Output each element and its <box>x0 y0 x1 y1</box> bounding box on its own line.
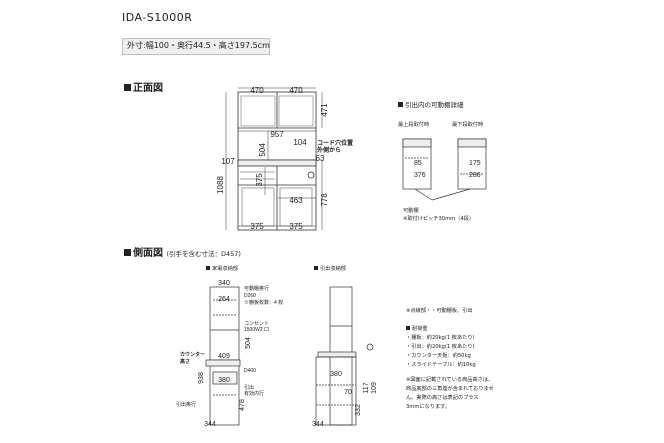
outlet-2: 1500W2 口 <box>244 327 269 333</box>
dim-total-height: 1088 <box>216 176 225 194</box>
model-number: IDA-S1000R <box>122 11 193 24</box>
dim-top-w2: 470 <box>289 86 303 95</box>
inner-depth: D260 <box>244 293 256 299</box>
footer-line: ※図面に記載されている商品高さは、 <box>406 377 494 383</box>
dim-63: 63 <box>316 154 325 163</box>
counter: カウンター <box>180 351 205 358</box>
counter-2: 高さ <box>180 358 190 365</box>
dim-top-w1: 470 <box>250 86 264 95</box>
top-mount-label: 最上段取付時 <box>398 122 430 128</box>
detail-175: 175 <box>469 160 481 167</box>
shelf-count: ※棚板枚数：4 枚 <box>244 299 283 306</box>
drawer-section-label: 引出収納部 <box>314 266 346 272</box>
drawer-detail-title: 引出内の可動棚詳細 <box>398 102 464 109</box>
footer-line: ん。実際の高さは表記のプラス <box>406 395 479 401</box>
footer-line: 商品底部の三角座が含まれておりませ <box>406 386 494 392</box>
side-view-drawer <box>315 286 374 426</box>
cord-note: コード穴位置 <box>317 139 353 147</box>
front-view-title: 正面図 <box>124 84 163 94</box>
detail-286: 286 <box>469 172 481 179</box>
inner-depth-2: D400 <box>244 368 256 374</box>
detail-376: 376 <box>414 172 426 179</box>
front-view-drawing <box>237 91 317 231</box>
dimensions-spec: 外寸:幅100・奥行44.5・高さ197.5cm <box>127 41 270 50</box>
side-409: 409 <box>218 353 230 360</box>
side-938: 938 <box>198 372 205 384</box>
side-264: 264 <box>218 296 230 303</box>
r-109: 109 <box>371 382 378 394</box>
spec-box <box>122 38 270 55</box>
r-380: 380 <box>330 371 342 378</box>
drawer-depth: 引出奥行 <box>176 401 196 408</box>
dim-bot2: 375 <box>289 222 303 231</box>
dim-bot1: 375 <box>250 222 264 231</box>
side-340: 340 <box>218 280 230 287</box>
side-view-appliance <box>205 286 241 426</box>
load-line: ・棚板：約20kg(1 枚あたり) <box>406 335 475 341</box>
dim-778: 778 <box>320 193 329 207</box>
dim-width: 957 <box>270 130 284 139</box>
drawer-inner-2: 有効内行 <box>244 390 264 397</box>
movable-shelf-label: 可動棚 <box>403 208 419 214</box>
pitch-note: ※取付けピッチ30mm（4段） <box>403 216 475 222</box>
side-344: 344 <box>204 421 216 428</box>
side-504: 504 <box>245 337 252 349</box>
dim-107: 107 <box>221 157 235 166</box>
footer-line: 3mmになります。 <box>406 404 451 410</box>
drawer-inner: 引出 <box>244 384 254 391</box>
side-view-title: 側面図 (引手を含む寸法：D457) <box>124 249 241 259</box>
load-line: ・引出：約20kg(1 枚あたり) <box>406 344 475 350</box>
dim-471: 471 <box>320 103 329 117</box>
detail-85: 85 <box>414 160 422 167</box>
load-title: 耐荷重 <box>406 326 428 332</box>
r-70: 70 <box>344 389 352 396</box>
drawer-detail-drawing <box>402 138 487 201</box>
dim-375: 375 <box>255 173 264 187</box>
r-332: 332 <box>355 404 362 416</box>
appliance-label: 家電収納部 <box>206 266 238 272</box>
outlet: コンセント <box>244 321 269 327</box>
load-line: ・スライドテーブル：約10kg <box>406 362 476 368</box>
r-344: 344 <box>312 421 324 428</box>
r-117: 117 <box>363 382 370 393</box>
dim-104: 104 <box>293 138 307 147</box>
cord-note-2: 外側から <box>316 146 341 154</box>
inner-height-label: 可動棚奥行 <box>244 285 269 292</box>
front-view-dimensions <box>225 87 323 230</box>
side-380: 380 <box>218 377 230 384</box>
dotted-note: ※点線部・・可動棚板、引出 <box>406 308 473 314</box>
dim-504: 504 <box>258 143 267 157</box>
side-478: 478 <box>239 399 246 411</box>
load-line: ・カウンター天板：約50kg <box>406 353 471 359</box>
dim-463: 463 <box>289 196 303 205</box>
bottom-mount-label: 最下段取付時 <box>452 122 484 128</box>
